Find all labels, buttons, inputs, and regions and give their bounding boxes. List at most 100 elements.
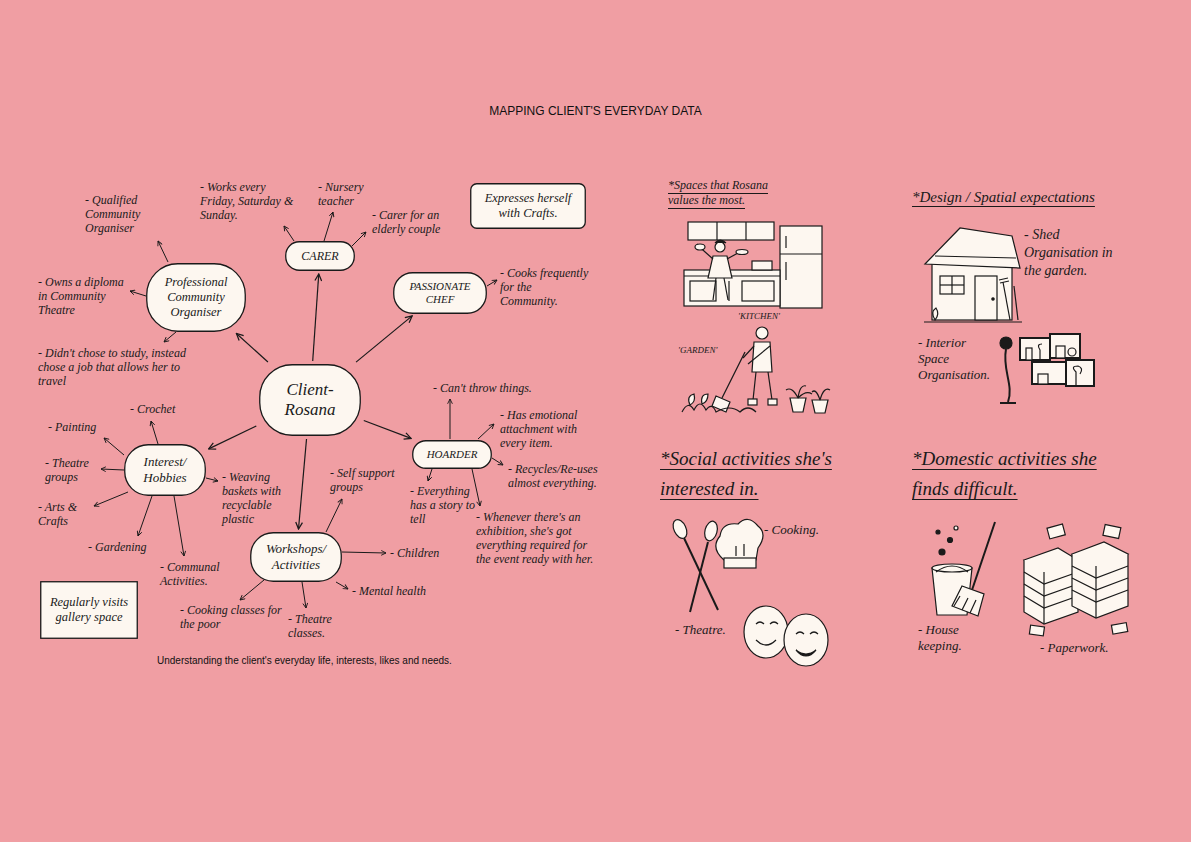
line-art bbox=[688, 222, 774, 240]
node-text: Professional Community Organiser bbox=[156, 275, 236, 320]
line-art bbox=[326, 499, 342, 532]
line-art bbox=[1095, 566, 1096, 618]
node-text: Workshops/ Activities bbox=[260, 541, 332, 573]
annotation: - Paperwork. bbox=[1040, 640, 1140, 656]
line-art bbox=[1047, 524, 1065, 539]
line-art bbox=[948, 538, 953, 543]
line-art bbox=[302, 582, 306, 608]
line-art bbox=[690, 542, 708, 612]
line-art bbox=[704, 251, 713, 259]
line-art bbox=[753, 372, 756, 400]
line-art bbox=[702, 394, 708, 404]
line-art bbox=[101, 469, 124, 470]
line-art bbox=[940, 284, 964, 285]
line-art bbox=[342, 552, 386, 553]
line-art bbox=[936, 530, 940, 534]
line-art bbox=[768, 372, 772, 400]
line-art bbox=[728, 281, 729, 301]
annotation: - Children bbox=[390, 546, 460, 560]
line-art bbox=[1026, 348, 1032, 360]
line-art bbox=[1000, 402, 1016, 404]
annotation: - Theatre groups bbox=[45, 456, 105, 484]
bubble-shape bbox=[125, 445, 206, 496]
line-art bbox=[713, 278, 716, 300]
line-art bbox=[1050, 334, 1080, 358]
mindmap-bubble: HOARDER bbox=[412, 440, 492, 469]
bubble-shape bbox=[41, 582, 138, 639]
mindmap-bubble: Professional Community Organiser bbox=[146, 263, 246, 332]
bubble-shape bbox=[251, 533, 342, 582]
annotation: - Has emotional attachment with every it… bbox=[500, 408, 600, 450]
line-art bbox=[812, 389, 830, 400]
line-art bbox=[1103, 524, 1121, 538]
section-heading: *Domestic activities she finds difficult… bbox=[912, 444, 1112, 504]
line-art bbox=[689, 394, 695, 405]
annotation: - Carer for an elderly couple bbox=[372, 208, 464, 236]
line-art bbox=[925, 228, 1020, 268]
line-art bbox=[932, 262, 1012, 320]
line-art bbox=[130, 291, 146, 296]
connector-arrow bbox=[209, 426, 257, 449]
annotation: - Weaving baskets with recyclable plasti… bbox=[222, 470, 297, 526]
annotation: - House keeping. bbox=[918, 622, 998, 654]
annotation: - Crochet bbox=[130, 402, 200, 416]
line-art bbox=[748, 399, 757, 405]
line-art bbox=[690, 281, 716, 301]
annotation: - Owns a diploma in Community Theatre bbox=[38, 275, 130, 317]
line-art bbox=[715, 242, 725, 252]
line-art bbox=[670, 517, 689, 540]
annotation: - Painting bbox=[48, 420, 118, 434]
line-art bbox=[324, 212, 333, 241]
annotation: - Shed Organisation in the garden. bbox=[1024, 226, 1124, 280]
line-art bbox=[1038, 374, 1048, 384]
section-heading: *Design / Spatial expectations bbox=[912, 188, 1142, 206]
line-art bbox=[1029, 625, 1044, 636]
bubble-shape bbox=[394, 273, 487, 314]
theatre-masks-illustration bbox=[744, 606, 828, 666]
line-art bbox=[756, 622, 778, 624]
annotation: - Can't throw things. bbox=[433, 381, 573, 395]
node-text: Regularly visits gallery space bbox=[46, 595, 132, 625]
line-art bbox=[284, 226, 294, 241]
line-art bbox=[785, 262, 786, 280]
line-art bbox=[932, 564, 972, 572]
line-art bbox=[151, 421, 158, 444]
line-art bbox=[684, 538, 718, 610]
line-art bbox=[736, 544, 744, 556]
annotation: 'KITCHEN' bbox=[738, 311, 798, 322]
line-art bbox=[954, 526, 958, 530]
annotation: - Recycles/Re-uses almost everything. bbox=[508, 462, 603, 490]
line-art bbox=[682, 404, 756, 412]
line-art bbox=[939, 549, 945, 555]
line-art bbox=[1000, 337, 1012, 349]
line-art bbox=[1072, 554, 1128, 618]
connector-arrow bbox=[298, 439, 306, 529]
line-art bbox=[768, 399, 777, 405]
annotation: 'GARDEN' bbox=[678, 345, 728, 356]
line-art bbox=[786, 386, 812, 398]
line-art bbox=[94, 492, 128, 506]
node-text: Expresses herself with Crafts. bbox=[478, 191, 578, 221]
paperwork-illustration bbox=[1024, 524, 1128, 636]
node-text: HOARDER bbox=[422, 448, 482, 461]
line-art bbox=[1032, 362, 1066, 384]
line-art bbox=[748, 346, 770, 364]
connector-arrow bbox=[313, 274, 319, 361]
line-art bbox=[1005, 349, 1010, 402]
mindmap-bubble: CARER bbox=[285, 241, 355, 271]
line-art bbox=[972, 522, 995, 590]
line-art bbox=[478, 424, 494, 439]
section-heading: *Social activities she's interested in. bbox=[660, 444, 845, 504]
connector-arrow bbox=[236, 334, 268, 362]
line-art bbox=[1056, 346, 1065, 358]
annotation: - Arts & Crafts bbox=[38, 500, 98, 528]
note-box: Regularly visits gallery space bbox=[40, 581, 138, 639]
line-art bbox=[784, 614, 828, 666]
cooking-illustration bbox=[670, 517, 763, 612]
bubble-shape bbox=[147, 263, 246, 331]
shelves-illustration bbox=[1000, 334, 1094, 403]
line-art bbox=[352, 232, 366, 246]
line-art bbox=[722, 352, 745, 398]
